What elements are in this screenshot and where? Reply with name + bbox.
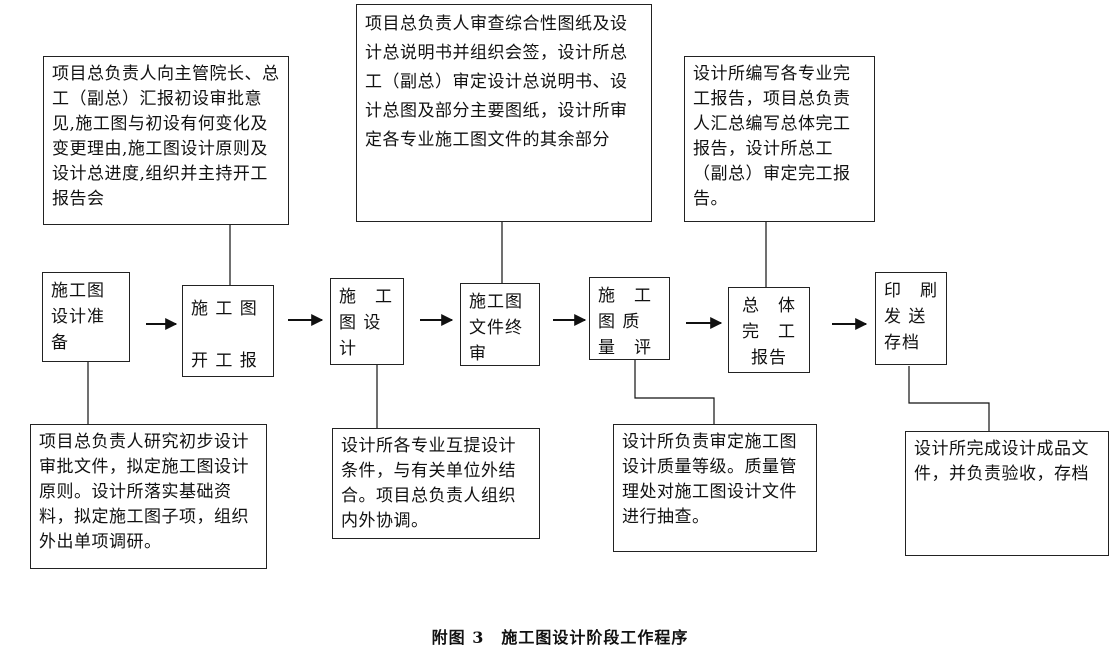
step-construction-drawing-design: 施 工 图 设 计	[330, 278, 404, 365]
step-print-distribute-archive: 印 刷 发 送 存档	[875, 272, 947, 365]
note-completion-report: 设计所编写各专业完工报告，项目总负责人汇总编写总体完工报告，设计所总工（副总）审…	[684, 56, 875, 222]
figure-caption: 附图 3 施工图设计阶段工作程序	[431, 628, 689, 647]
step-quality-evaluation: 施 工 图 质 量 评	[589, 277, 670, 360]
step-completion-report: 总 体 完 工 报告	[728, 287, 810, 373]
link-s7-n7	[908, 366, 990, 431]
note-design-preparation: 项目总负责人研究初步设计审批文件，拟定施工图设计原则。设计所落实基础资料，拟定施…	[30, 424, 267, 569]
step-design-preparation: 施工图 设计准 备	[42, 272, 130, 362]
note-construction-drawing-design: 设计所各专业互提设计条件，与有关单位外结合。项目总负责人组织内外协调。	[332, 428, 540, 539]
step-final-document-review: 施工图 文件终 审	[460, 283, 540, 366]
step-kickoff-report: 施 工 图 开 工 报	[182, 285, 274, 377]
note-kickoff-report: 项目总负责人向主管院长、总工（副总）汇报初设审批意见,施工图与初设有何变化及变更…	[43, 56, 289, 225]
link-s5-n5	[634, 360, 715, 424]
note-final-document-review: 项目总负责人审查综合性图纸及设计总说明书并组织会签，设计所总工（副总）审定设计总…	[356, 4, 652, 222]
note-print-distribute-archive: 设计所完成设计成品文件，并负责验收，存档	[905, 431, 1109, 556]
note-quality-evaluation: 设计所负责审定施工图设计质量等级。质量管理处对施工图设计文件进行抽查。	[613, 424, 817, 552]
